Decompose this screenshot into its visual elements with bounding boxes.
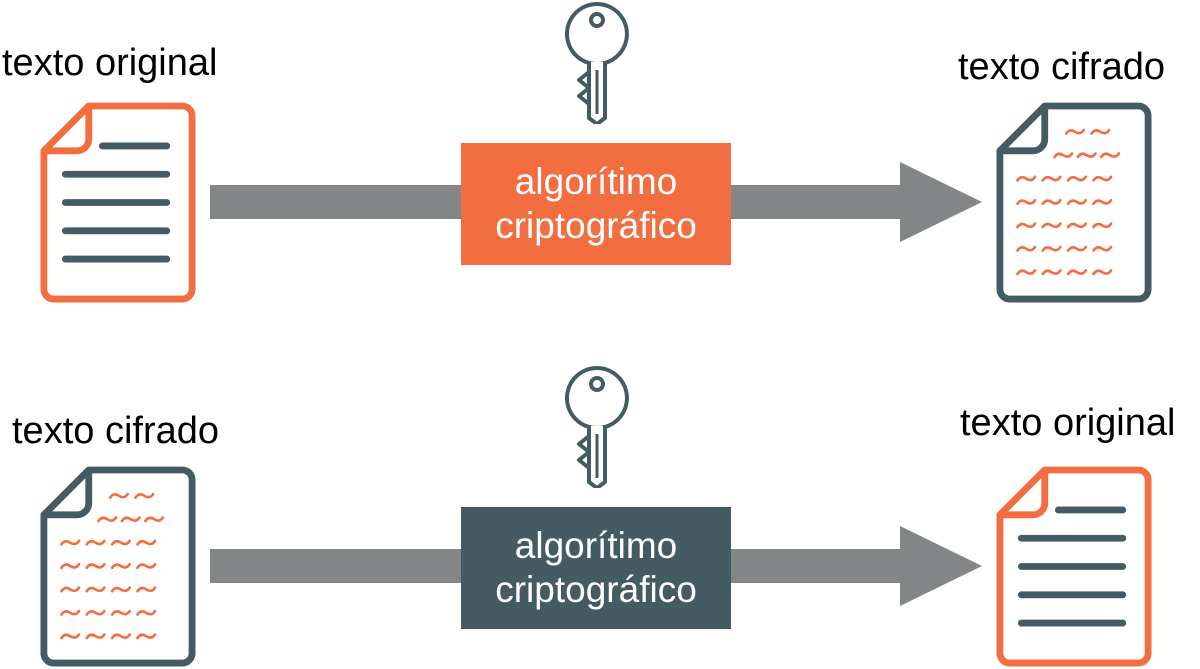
cipher-document-icon [996, 100, 1152, 305]
decryption-row: texto cifrado algorítimo criptográfico t… [0, 334, 1200, 667]
decryption-algorithm-box: algorítimo criptográfico [461, 507, 731, 629]
plain-document-icon [40, 100, 196, 305]
cipher-document-icon [40, 464, 196, 669]
encryption-input-label: texto original [2, 42, 218, 84]
decryption-input-label: texto cifrado [12, 410, 219, 452]
algorithm-line-2: criptográfico [495, 205, 697, 246]
encryption-output-label: texto cifrado [958, 46, 1165, 88]
algorithm-line-2: criptográfico [495, 569, 697, 610]
key-icon [564, 366, 629, 488]
encryption-algorithm-box: algorítimo criptográfico [461, 143, 731, 265]
algorithm-line-1: algorítimo [514, 160, 678, 202]
decryption-output-label: texto original [960, 402, 1176, 444]
algorithm-line-1: algorítimo [514, 524, 678, 566]
plain-document-icon [996, 464, 1152, 669]
encryption-row: texto original algorítimo criptográfico … [0, 0, 1200, 333]
key-icon [564, 2, 629, 124]
